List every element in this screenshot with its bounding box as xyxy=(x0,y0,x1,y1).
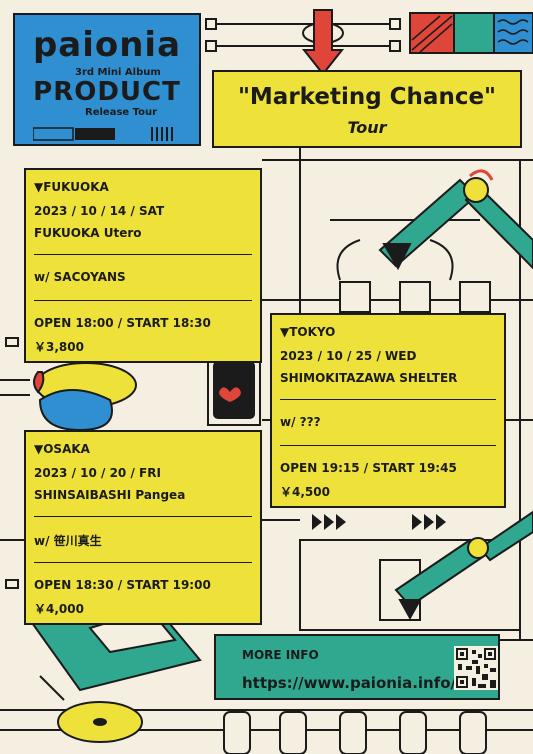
divider xyxy=(280,445,496,446)
tour-subtitle: Tour xyxy=(347,118,387,137)
divider xyxy=(280,399,496,400)
show-times: OPEN 19:15 / START 19:45 xyxy=(280,461,457,475)
show-guest: w/ ??? xyxy=(280,415,321,429)
website-link[interactable]: https://www.paionia.info/ xyxy=(242,674,457,692)
show-city: ▼FUKUOKA xyxy=(34,180,109,194)
show-price: ￥3,800 xyxy=(34,340,84,354)
show-city: ▼TOKYO xyxy=(280,325,336,339)
show-city: ▼OSAKA xyxy=(34,442,90,456)
show-venue: FUKUOKA Utero xyxy=(34,226,142,240)
more-info-label: MORE INFO xyxy=(242,648,319,662)
show-guest: w/ SACOYANS xyxy=(34,270,126,284)
show-card-osaka: ▼OSAKA 2023 / 10 / 20 / FRI SHINSAIBASHI… xyxy=(24,430,262,625)
show-card-fukuoka: ▼FUKUOKA 2023 / 10 / 14 / SAT FUKUOKA Ut… xyxy=(24,168,262,363)
album-line: 3rd Mini Album xyxy=(75,67,161,78)
tour-title: "Marketing Chance" xyxy=(237,84,497,110)
tour-title-panel: "Marketing Chance" Tour xyxy=(212,70,522,148)
show-guest: w/ 笹川真生 xyxy=(34,534,102,548)
show-venue: SHINSAIBASHI Pangea xyxy=(34,488,186,502)
album-title: PRODUCT xyxy=(33,77,181,107)
show-times: OPEN 18:30 / START 19:00 xyxy=(34,578,211,592)
album-logo-panel: paionia 3rd Mini Album PRODUCT Release T… xyxy=(13,13,201,146)
show-date: 2023 / 10 / 20 / FRI xyxy=(34,466,161,480)
divider xyxy=(34,562,252,563)
barcode-decoration xyxy=(33,127,173,141)
divider xyxy=(34,516,252,517)
band-logo: paionia xyxy=(32,25,182,65)
show-card-tokyo: ▼TOKYO 2023 / 10 / 25 / WED SHIMOKITAZAW… xyxy=(270,313,506,508)
show-date: 2023 / 10 / 25 / WED xyxy=(280,349,417,363)
show-price: ￥4,500 xyxy=(280,485,330,499)
show-date: 2023 / 10 / 14 / SAT xyxy=(34,204,165,218)
divider xyxy=(34,254,252,255)
qr-code-icon[interactable] xyxy=(454,646,498,690)
show-times: OPEN 18:00 / START 18:30 xyxy=(34,316,211,330)
show-venue: SHIMOKITAZAWA SHELTER xyxy=(280,371,458,385)
show-price: ￥4,000 xyxy=(34,602,84,616)
tour-line: Release Tour xyxy=(85,107,158,118)
divider xyxy=(34,300,252,301)
more-info-panel: MORE INFO https://www.paionia.info/ xyxy=(214,634,500,700)
